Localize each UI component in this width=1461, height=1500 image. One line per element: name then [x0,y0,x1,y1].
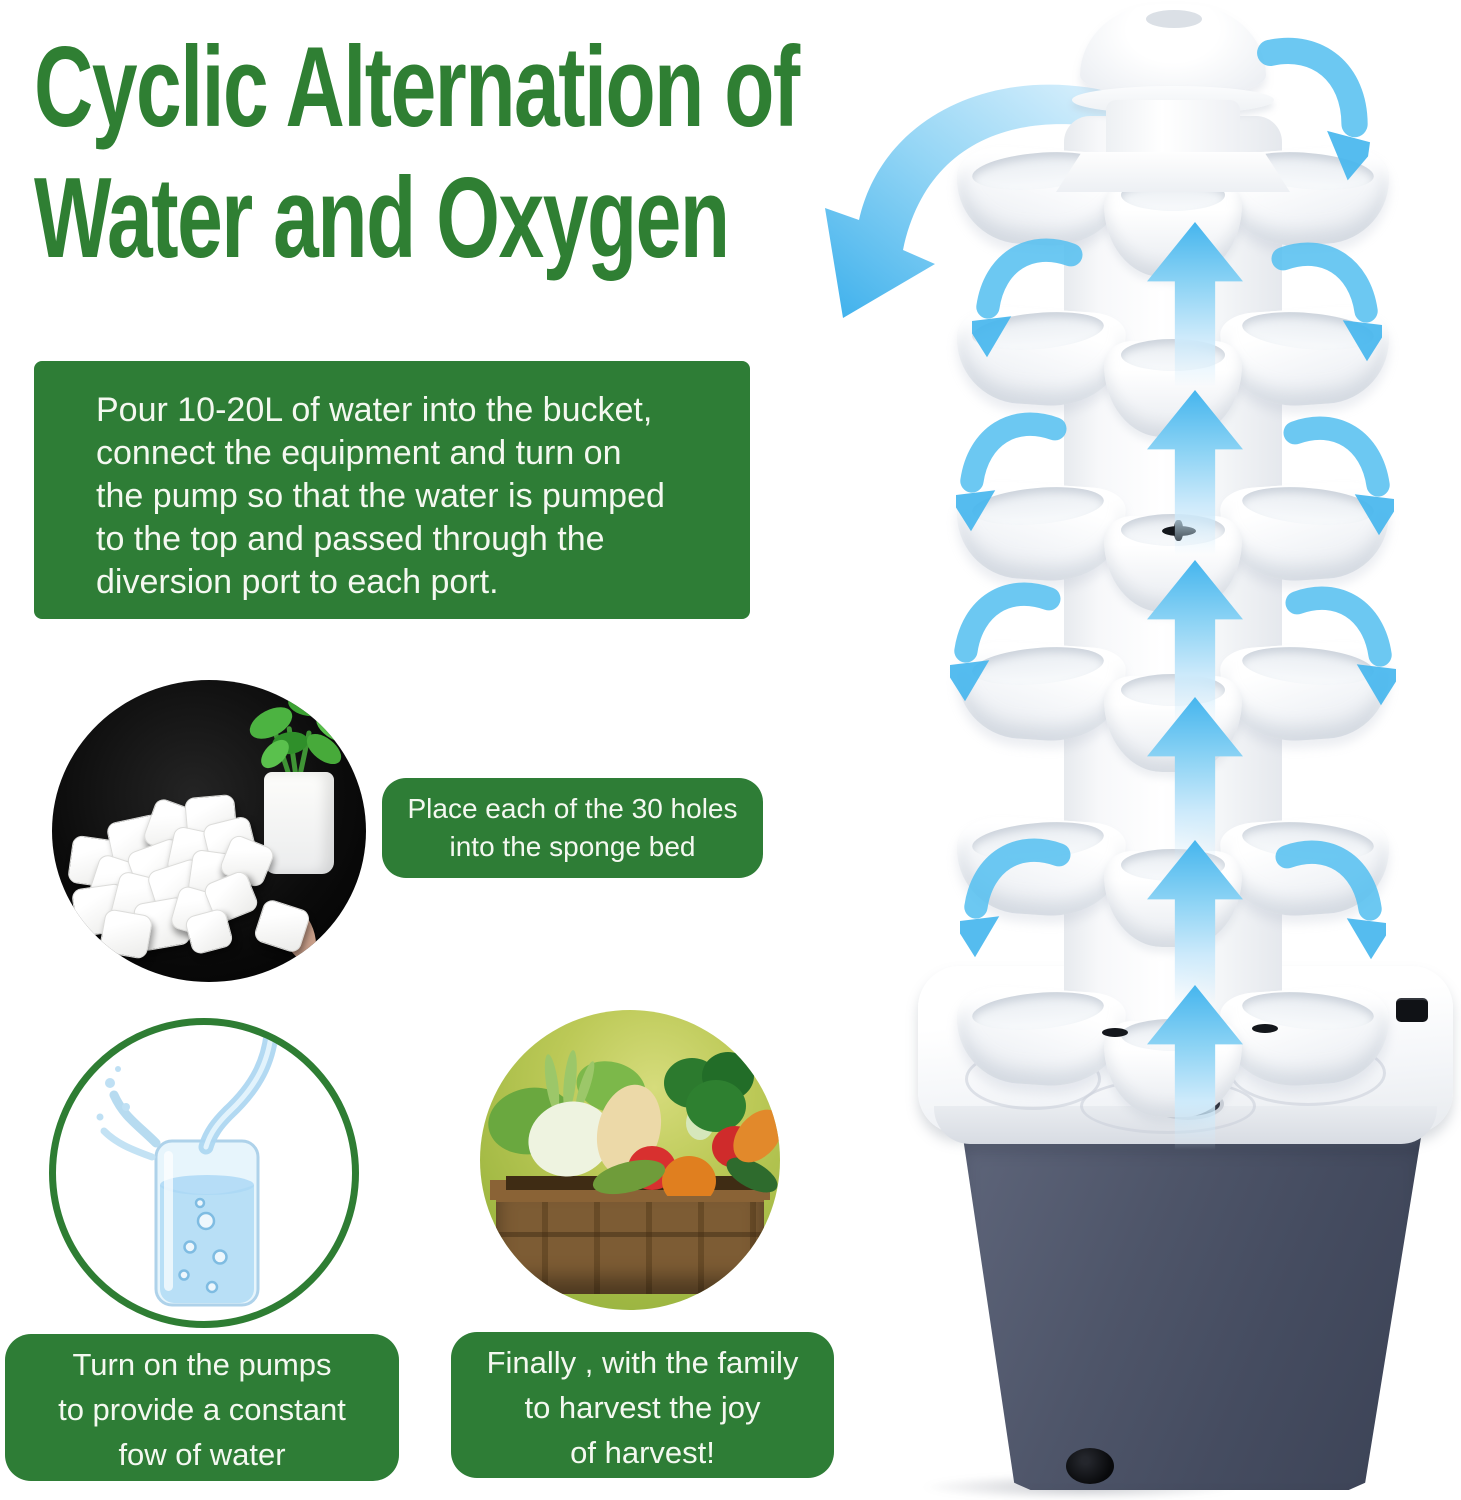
intro-line: diversion port to each port. [96,563,499,601]
sponge-cubes-photo [52,680,366,982]
curved-water-arrow-icon [972,238,1083,358]
seed-hole-marker-icon [1102,1028,1128,1037]
page-title: Cyclic Alternation of Water and Oxygen [34,22,1096,284]
bucket-body [962,1128,1422,1490]
sponge-cube [98,908,154,960]
intro-line: to the top and passed through the [96,520,605,558]
water-glass-illustration [96,1025,280,1307]
drain-hole [1066,1448,1114,1484]
intro-line: connect the equipment and turn on [96,434,622,472]
harvest-step-line: Finally , with the family [486,1345,799,1380]
curved-water-arrow-icon [1271,242,1382,362]
vegetable [686,1080,746,1132]
curved-water-arrow-icon [1285,586,1396,706]
tower-neck [1106,100,1240,162]
water-flow-swoosh-arrow-icon [825,84,1127,318]
crate-front [496,1196,764,1294]
seedling-cup [264,772,334,874]
curved-water-arrow-icon [960,838,1071,958]
pump-step-line: Turn on the pumps [72,1347,332,1382]
curved-water-arrow-icon [1275,840,1386,960]
tower-dome-vent [1146,10,1202,28]
pump-step-line: to provide a constant [58,1392,346,1427]
harvest-step-line: of harvest! [570,1435,715,1470]
curved-water-arrow-icon [1257,37,1379,181]
vegetable-crate-photo [480,1010,780,1310]
page-title-line-2: Water and Oxygen [34,155,730,282]
intro-text-box: Pour 10-20L of water into the bucket, co… [34,361,750,619]
tower-collar [1056,152,1290,192]
harvest-step-label: Finally , with the family to harvest the… [451,1332,834,1478]
sponge-step-line: Place each of the 30 holes [407,793,738,824]
curved-water-arrow-icon [950,582,1061,702]
pump-step-line: fow of water [118,1437,286,1472]
pump-step-label: Turn on the pumps to provide a constant … [5,1334,399,1481]
sponge-step-label: Place each of the 30 holes into the spon… [382,778,763,878]
intro-line: the pump so that the water is pumped [96,477,665,515]
curved-water-arrow-icon [1283,416,1394,536]
water-pouring-photo [49,1018,359,1328]
power-switch [1396,998,1428,1022]
intro-line: Pour 10-20L of water into the bucket, [96,391,653,429]
crate-plank-gap [496,1232,764,1237]
page-title-line-1: Cyclic Alternation of [34,24,800,151]
harvest-step-line: to harvest the joy [524,1390,761,1425]
curved-water-arrow-icon [956,412,1067,532]
seed-hole-marker-icon [1252,1024,1278,1033]
sponge-step-line: into the sponge bed [449,831,696,862]
